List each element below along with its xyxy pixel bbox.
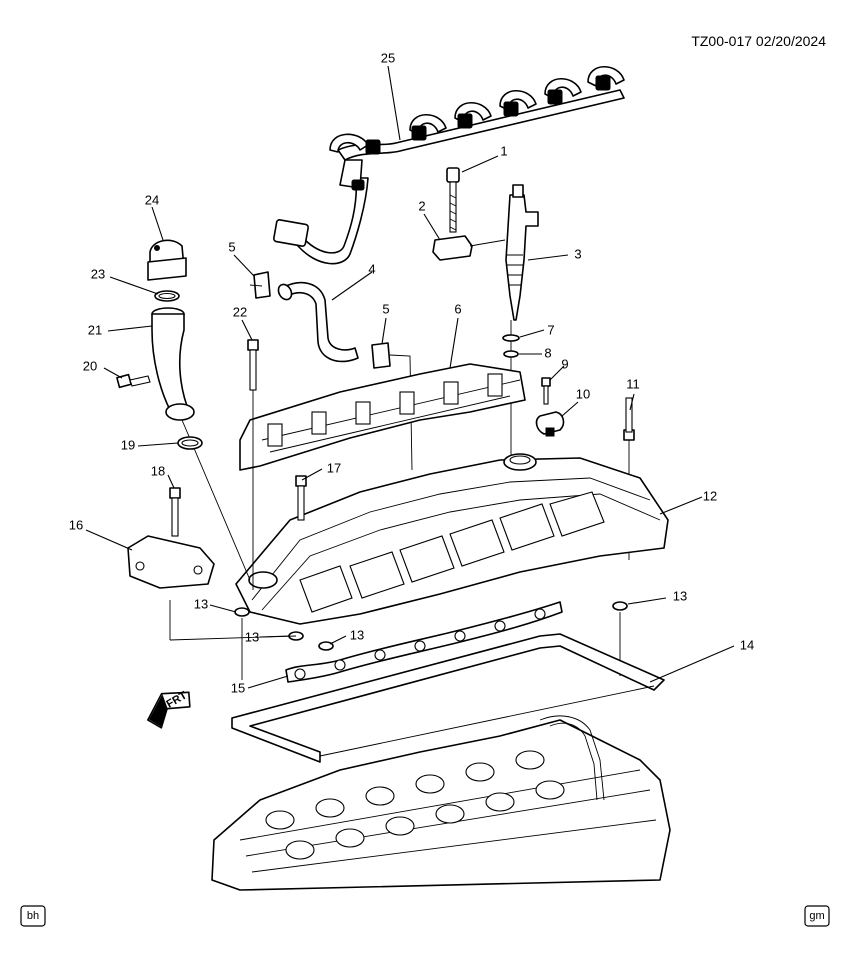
svg-text:bh: bh	[27, 910, 39, 922]
outer-gasket	[231, 633, 665, 763]
seal-part-23	[154, 290, 180, 302]
callout-16: 16	[69, 517, 83, 532]
callout-24: 24	[145, 192, 159, 207]
callout-6: 6	[454, 301, 461, 316]
callout-19: 19	[121, 437, 135, 452]
callout-11: 11	[626, 376, 640, 391]
callout-8: 8	[544, 345, 551, 360]
callout-17: 17	[327, 460, 341, 475]
gm-logo-icon: gm	[804, 905, 830, 927]
bolt-part-17	[295, 475, 307, 521]
callout-7: 7	[547, 322, 554, 337]
callout-20: 20	[83, 358, 97, 373]
callout-labels: 25 1 2 3 4 5 5 6 7 8 9 10 11 12 13 13 13…	[69, 50, 754, 695]
callout-13-a: 13	[194, 596, 208, 611]
callout-21: 21	[88, 322, 102, 337]
grommet-part-13-c	[318, 641, 334, 651]
callout-22: 22	[233, 304, 247, 319]
clip-part-5-upper	[249, 271, 271, 299]
bolt-part-22	[247, 339, 259, 590]
cylinder-head	[211, 715, 671, 891]
badge-bh: bh	[20, 905, 46, 927]
callout-25: 25	[381, 50, 395, 65]
injector-clamp	[432, 235, 506, 261]
bolt-part-18	[169, 487, 181, 537]
leader-lines	[85, 65, 735, 689]
harness-bracket	[239, 363, 526, 471]
callout-4: 4	[368, 261, 375, 276]
hose	[277, 281, 359, 363]
callout-2: 2	[418, 198, 425, 213]
callout-12: 12	[703, 488, 717, 503]
bolt-part-9	[541, 377, 551, 405]
callout-5-upper: 5	[228, 239, 235, 254]
callout-13-d: 13	[673, 588, 687, 603]
valve-cover	[235, 453, 669, 625]
grommet-part-13-a	[234, 607, 250, 617]
bracket-part-16	[127, 535, 215, 589]
diagram-code: TZ00-017 02/20/2024	[691, 33, 826, 49]
callout-15: 15	[231, 680, 245, 695]
bolt-part-1	[446, 167, 460, 233]
callout-5-lower: 5	[382, 301, 389, 316]
injector-seals	[502, 320, 520, 460]
inner-gasket	[285, 601, 563, 683]
clip-part-5-lower	[371, 342, 413, 471]
callout-3: 3	[574, 246, 581, 261]
front-direction-arrow: FRT	[147, 689, 191, 729]
callout-13-c: 13	[350, 627, 364, 642]
wiring-harness	[273, 66, 625, 265]
callout-13-b: 13	[245, 629, 259, 644]
sensor	[535, 411, 565, 437]
stud-part-20	[116, 373, 151, 389]
callout-23: 23	[91, 266, 105, 281]
svg-text:gm: gm	[809, 910, 824, 922]
oil-fill-tube	[151, 307, 251, 581]
fuel-injector	[505, 184, 539, 321]
o-ring-part-19	[177, 436, 203, 450]
callout-14: 14	[740, 637, 754, 652]
callout-10: 10	[576, 386, 590, 401]
callout-18: 18	[151, 463, 165, 478]
callout-1: 1	[500, 143, 507, 158]
oil-fill-cap	[147, 239, 187, 281]
callout-9: 9	[561, 356, 568, 371]
